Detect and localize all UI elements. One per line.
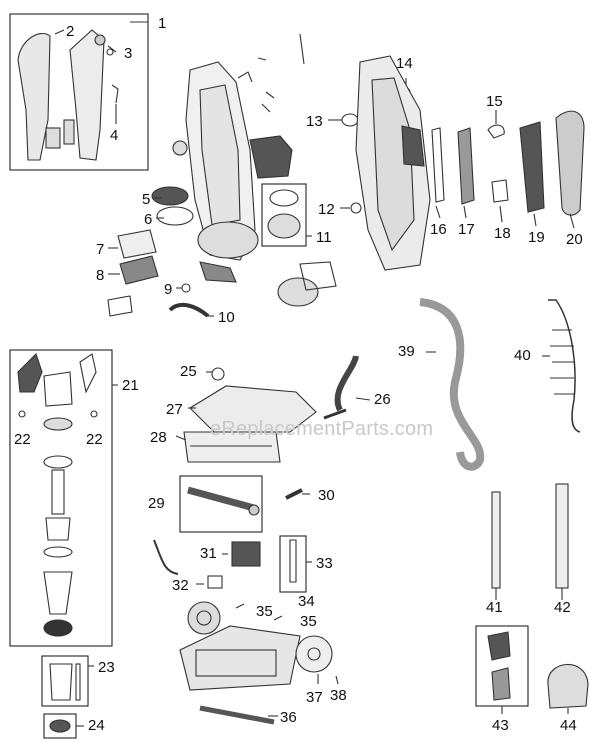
callout-label: 31 <box>200 545 217 562</box>
callout-label: 32 <box>172 577 189 594</box>
dirt-cup-assembly-part <box>17 352 97 637</box>
handle-assembly-part <box>17 29 119 161</box>
callout-label: 25 <box>180 363 197 380</box>
callout-label: 36 <box>280 709 297 726</box>
callout-label: 38 <box>330 687 347 704</box>
callout-label: 30 <box>318 487 335 504</box>
callout-label: 11 <box>316 229 332 246</box>
callout-label: 33 <box>316 555 333 572</box>
callout-label: 6 <box>144 211 153 228</box>
callout-label: 44 <box>560 717 577 734</box>
callout-label: 35 <box>256 603 273 620</box>
callout-label: 7 <box>96 241 105 258</box>
callout-label: 37 <box>306 689 323 706</box>
base-chassis-part <box>179 625 301 691</box>
base-assembly-part <box>183 385 317 463</box>
callout-label: 17 <box>458 221 475 238</box>
callout-label: 20 <box>566 231 583 248</box>
callout-label: 21 <box>122 377 139 394</box>
callout-label: 42 <box>554 599 571 616</box>
callout-label: 5 <box>142 191 151 208</box>
callout-label: 1 <box>158 15 167 32</box>
callout-label: 10 <box>218 309 235 326</box>
callout-label: 3 <box>124 45 133 62</box>
callout-label: 34 <box>298 593 315 610</box>
rear-housing-part <box>355 55 431 271</box>
callout-label: 18 <box>494 225 511 242</box>
upper-body-part <box>172 33 305 261</box>
callout-label: 43 <box>492 717 509 734</box>
callout-label: 41 <box>486 599 503 616</box>
callout-label: 12 <box>318 201 335 218</box>
callout-label: 19 <box>528 229 545 246</box>
power-cord-part <box>548 299 581 433</box>
callout-label: 15 <box>486 93 503 110</box>
callout-label: 2 <box>66 23 75 40</box>
callout-label: 16 <box>430 221 447 238</box>
callout-label: 13 <box>306 113 323 130</box>
callout-label: 27 <box>166 401 183 418</box>
callout-label: 26 <box>374 391 391 408</box>
motor-housing-part <box>199 135 337 307</box>
callout-label: 23 <box>98 659 115 676</box>
callout-label: 22 <box>86 431 103 448</box>
callout-label: 28 <box>150 429 167 446</box>
callout-label: 40 <box>514 347 531 364</box>
callout-label: 39 <box>398 343 415 360</box>
callout-label: 24 <box>88 717 105 734</box>
callout-label: 14 <box>396 55 413 72</box>
callout-label: 9 <box>164 281 173 298</box>
callout-label: 35 <box>300 613 317 630</box>
callout-label: 8 <box>96 267 105 284</box>
callout-label: 22 <box>14 431 31 448</box>
callout-label: 29 <box>148 495 165 512</box>
watermark-text: eReplacementParts.com <box>210 418 434 440</box>
callout-label: 4 <box>110 127 119 144</box>
